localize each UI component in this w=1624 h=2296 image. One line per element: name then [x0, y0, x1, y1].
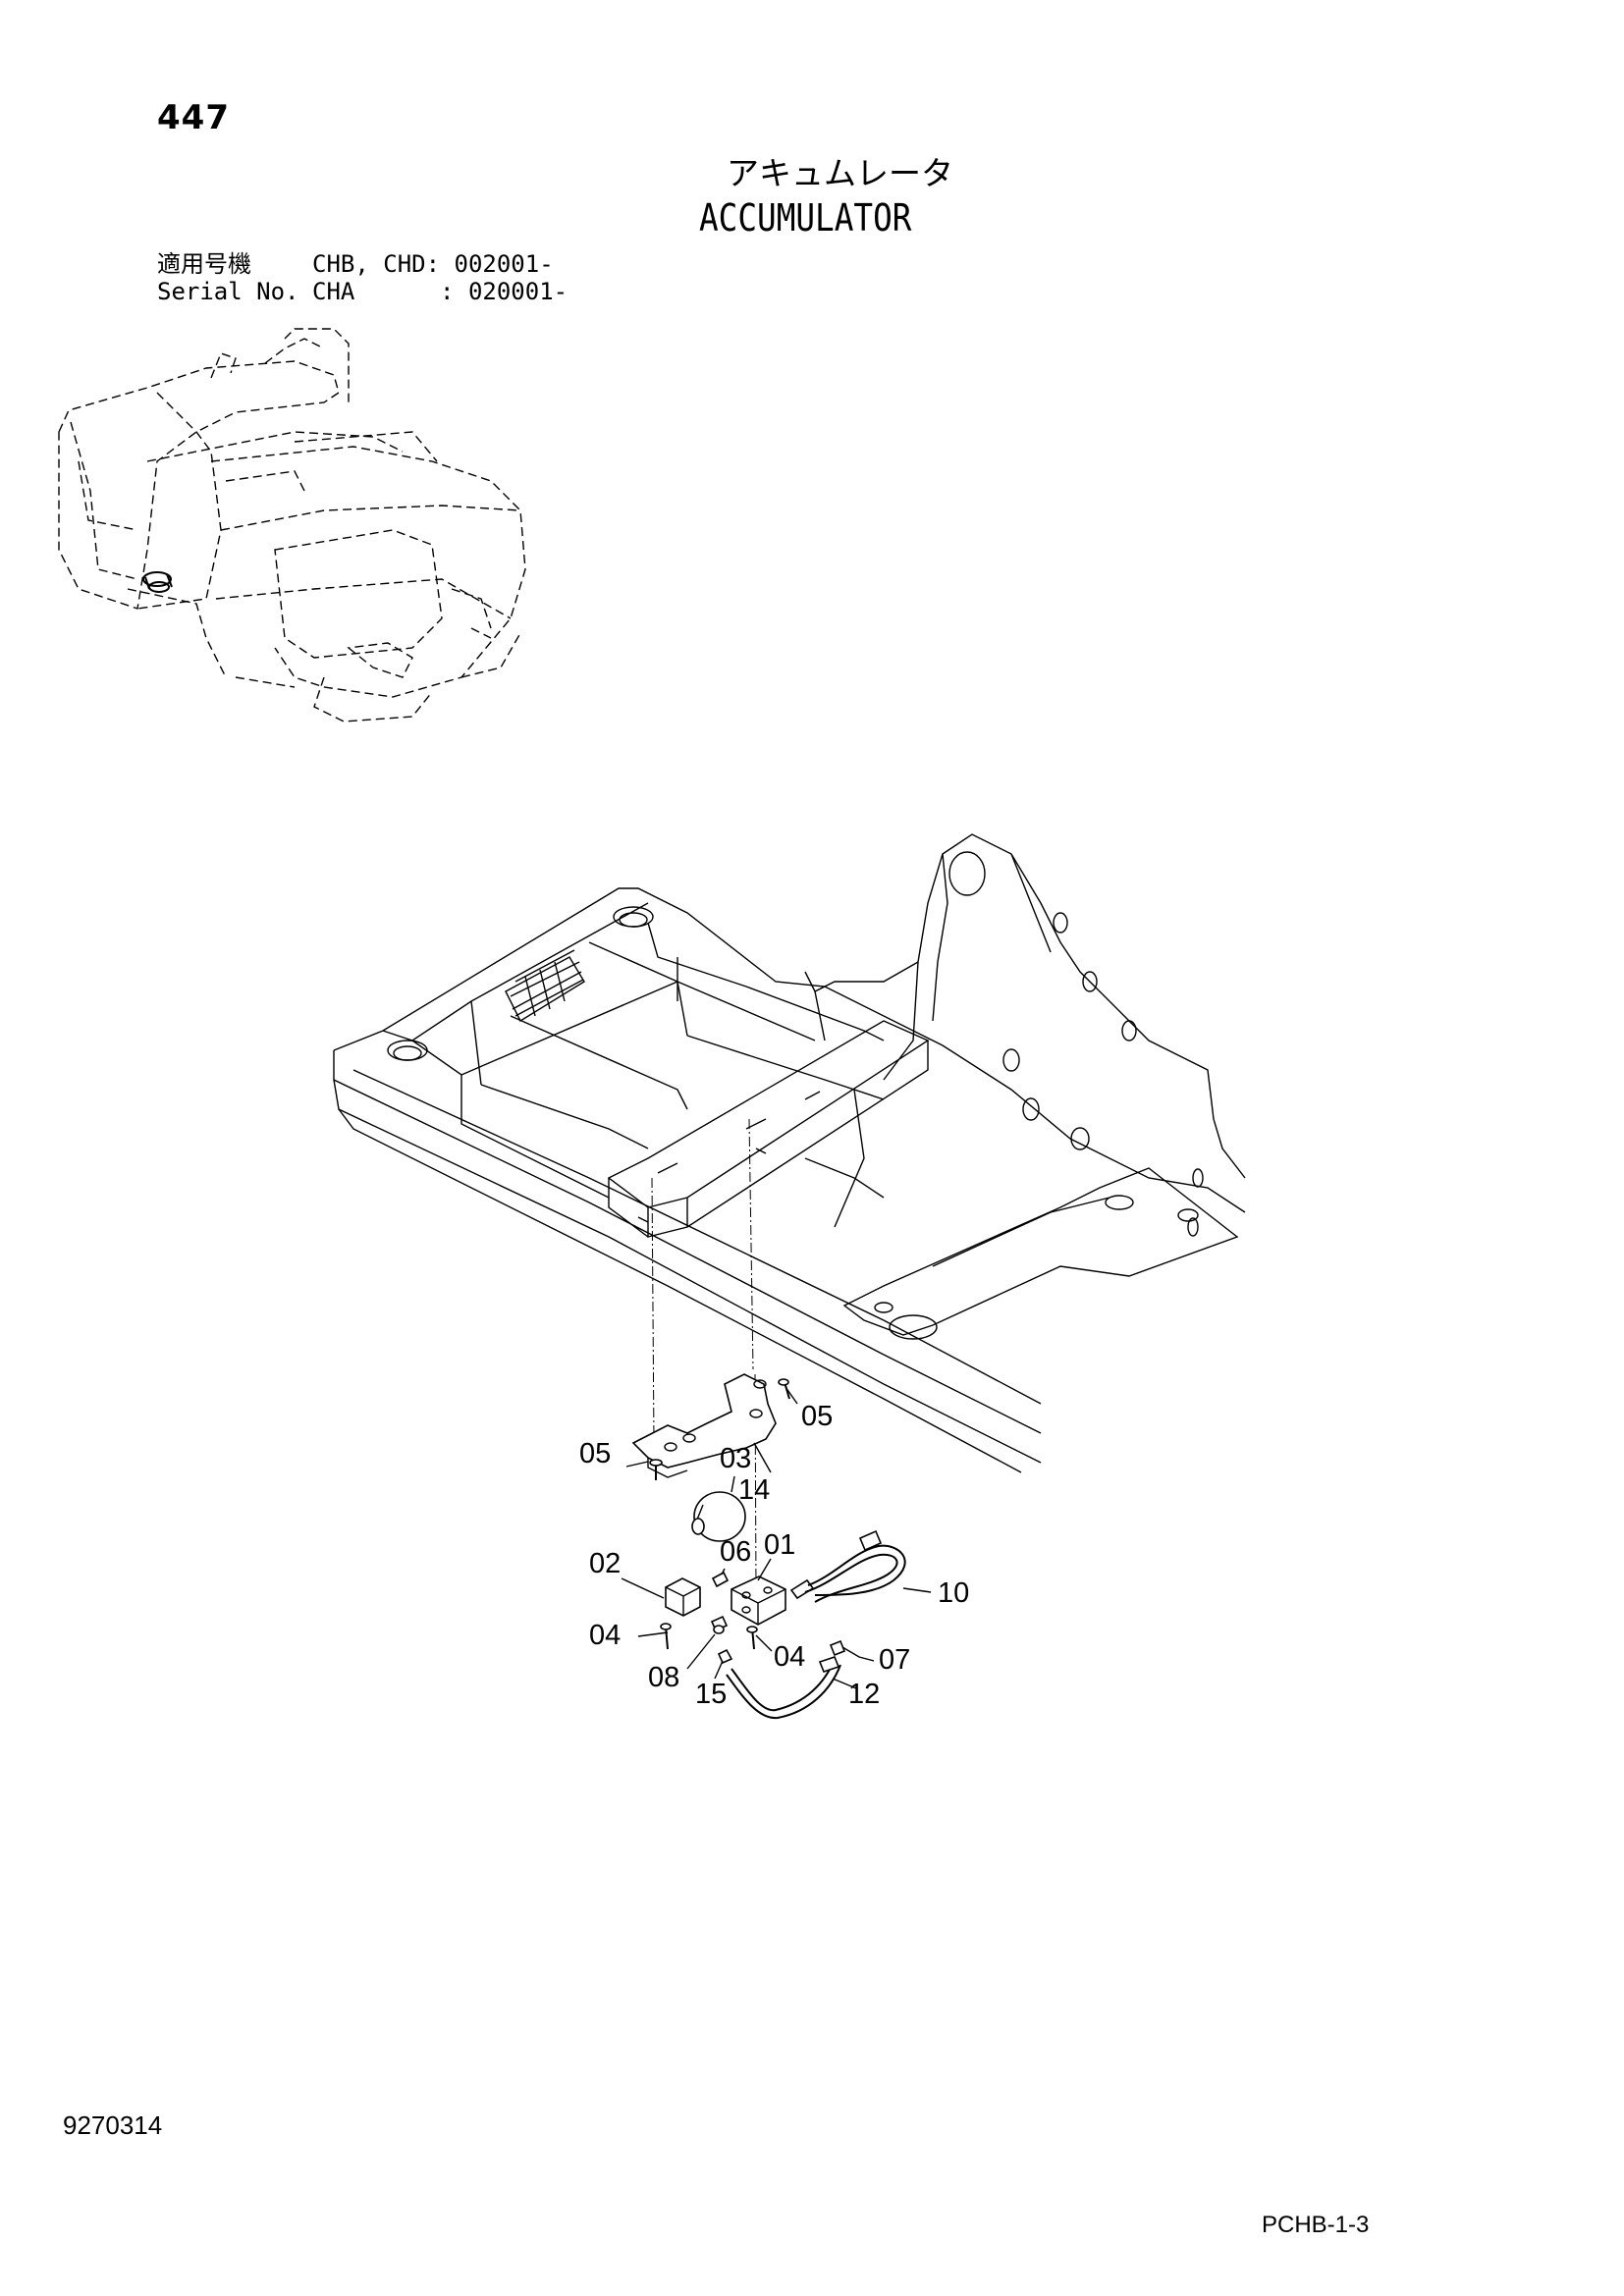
- sheet-code: PCHB-1-3: [1262, 2212, 1370, 2238]
- callout-10: 10: [938, 1577, 969, 1609]
- hose-10: [804, 1529, 906, 1603]
- callout-12: 12: [848, 1679, 880, 1710]
- callout-01: 01: [764, 1529, 795, 1561]
- callout-14: 14: [738, 1474, 770, 1506]
- serial-value-2: CHA : 020001-: [312, 278, 568, 305]
- callout-07: 07: [879, 1644, 910, 1676]
- leader-lines: [621, 1386, 932, 1689]
- callout-05-left: 05: [579, 1438, 611, 1469]
- serial-label-jp: 適用号機: [157, 250, 251, 278]
- callout-labels: 05 05 03 14 01 06 02 10 04 04 07 08 15 1…: [579, 1401, 969, 1710]
- callout-04-left: 04: [589, 1620, 621, 1651]
- callout-15: 15: [695, 1679, 727, 1710]
- serial-value-1: CHB, CHD: 002001-: [312, 250, 554, 278]
- title-japanese: アキュムレータ: [727, 154, 953, 192]
- hose-12: [726, 1656, 841, 1720]
- document-number: 9270314: [63, 2110, 163, 2140]
- serial-applicability: 適用号機 CHB, CHD: 002001- Serial No. CHA : 02…: [157, 250, 568, 305]
- callout-04-right: 04: [774, 1641, 805, 1673]
- callout-08: 08: [648, 1662, 679, 1693]
- bolt-05: [649, 1378, 790, 1480]
- accumulator-sphere: [691, 1491, 746, 1542]
- page-number: 447: [157, 98, 230, 137]
- block-02: [660, 1577, 701, 1650]
- main-frame: [333, 833, 1246, 1473]
- locator-thumbnail: [58, 328, 526, 722]
- callout-05-right: 05: [801, 1401, 833, 1432]
- callout-02: 02: [589, 1548, 621, 1579]
- ventilation-grille: [505, 949, 585, 1022]
- valve-block-01: [731, 1575, 786, 1650]
- title-english: ACCUMULATOR: [699, 196, 912, 240]
- serial-label-en: Serial No.: [157, 278, 299, 305]
- callout-03: 03: [720, 1443, 751, 1474]
- mounting-bracket: [631, 1373, 777, 1478]
- callout-06: 06: [720, 1536, 751, 1568]
